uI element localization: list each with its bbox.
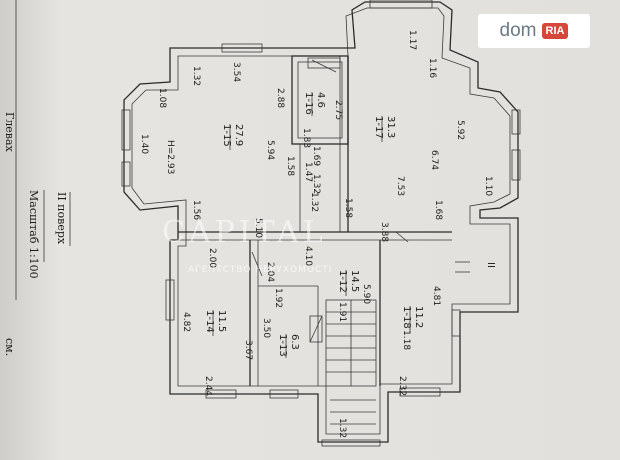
partial-small-text: см. xyxy=(3,338,16,356)
logo-badge: RIA xyxy=(541,23,569,39)
dim-1-32-d: 1.32 xyxy=(337,418,347,438)
dim-3-88: 3.88 xyxy=(379,222,389,242)
room-1-16-area: 4.6 xyxy=(315,92,326,108)
windows xyxy=(121,0,521,447)
inner-wall-contour xyxy=(131,7,511,435)
dim-1-10: 1.10 xyxy=(483,176,493,196)
dim-1-32-a: 1.32 xyxy=(191,66,201,86)
dim-5-94: 5.94 xyxy=(265,140,275,160)
scale-text: Масштаб 1:100 xyxy=(27,190,40,279)
room-1-17-area: 31.3 xyxy=(385,116,396,138)
bathroom-1-16 xyxy=(291,55,349,145)
room-1-18-area: 11.2 xyxy=(413,306,424,328)
room-1-13-area: 6.3 xyxy=(289,334,300,350)
room-II-id: II xyxy=(485,262,496,268)
room-1-15-area: 27.9 xyxy=(233,124,244,146)
dim-1-17: 1.17 xyxy=(407,30,417,50)
dim-2-32: 2.32 xyxy=(397,376,407,396)
dim-1-16: 1.16 xyxy=(427,58,437,78)
dim-1-32-b: 1.32 xyxy=(311,174,321,194)
dim-6-74: 6.74 xyxy=(429,150,439,170)
dim-1-69: 1.69 xyxy=(311,146,321,166)
dim-3-50: 3.50 xyxy=(261,318,271,338)
dim-2-00: 2.00 xyxy=(207,248,217,268)
dim-4-82: 4.82 xyxy=(181,312,191,332)
dim-1-40: 1.40 xyxy=(139,134,149,154)
chimney-diagonal xyxy=(309,315,323,343)
dim-2-75: 2.75 xyxy=(333,100,343,120)
room-1-14-area: 11.5 xyxy=(216,310,227,332)
dim-2-04: 2.04 xyxy=(265,262,275,282)
floor-text: II поверх xyxy=(55,192,68,245)
dim-4-10: 4.10 xyxy=(303,246,313,266)
dom-ria-logo[interactable]: dom RIA xyxy=(478,14,590,48)
dim-1-18: 1.18 xyxy=(401,330,411,350)
dim-7-53: 7.53 xyxy=(395,176,405,196)
dim-1-47: 1.47 xyxy=(303,162,313,182)
doors xyxy=(251,57,470,277)
watermark-sub: АГЕНТСТВО НЕРУХОМОСТІ xyxy=(188,265,332,275)
room-1-18-id: 1-18 xyxy=(401,306,412,329)
partial-top-text: Глевах xyxy=(3,112,16,153)
room-1-12-id: 1-12 xyxy=(337,270,348,293)
dim-1-56: 1.56 xyxy=(191,200,201,220)
dim-1-08: 1.08 xyxy=(157,88,167,108)
dim-2-44: 2.44 xyxy=(203,376,213,396)
dim-1-68: 1.68 xyxy=(433,200,443,220)
dim-1-58-a: 1.58 xyxy=(285,156,295,176)
dim-2-88: 2.88 xyxy=(275,88,285,108)
logo-brand-text: dom xyxy=(499,20,537,41)
dim-1-32-c: 1.32 xyxy=(309,192,319,212)
chimney xyxy=(309,315,323,343)
staircase xyxy=(325,299,377,425)
watermark-main: CAPITAL xyxy=(162,215,327,250)
room-1-14-id: 1-14 xyxy=(204,310,215,333)
dim-5-92: 5.92 xyxy=(455,120,465,140)
dim-4-81: 4.81 xyxy=(431,286,441,306)
room-1-17-id: 1-17 xyxy=(373,116,384,139)
dim-1-91: 1.91 xyxy=(337,302,347,322)
room-1-15-id: 1-15 xyxy=(221,124,232,147)
dim-1-83: 1.83 xyxy=(301,128,311,148)
bathroom-1-16-inner xyxy=(297,61,343,139)
room-1-12-area: 14.5 xyxy=(349,270,360,292)
room-1-16-id: 1-16 xyxy=(303,92,314,115)
outer-wall xyxy=(123,1,519,443)
dim-3-67: 3.67 xyxy=(243,340,253,360)
dim-1-92: 1.92 xyxy=(273,288,283,308)
dim-3-54: 3.54 xyxy=(231,62,241,82)
dim-1-58-b: 1.58 xyxy=(343,198,353,218)
dim-5-10: 5.10 xyxy=(253,218,263,238)
dim-h-2-93: H=2.93 xyxy=(165,140,175,174)
dim-5-90: 5.90 xyxy=(361,284,371,304)
room-1-13-id: 1-13 xyxy=(277,334,288,357)
